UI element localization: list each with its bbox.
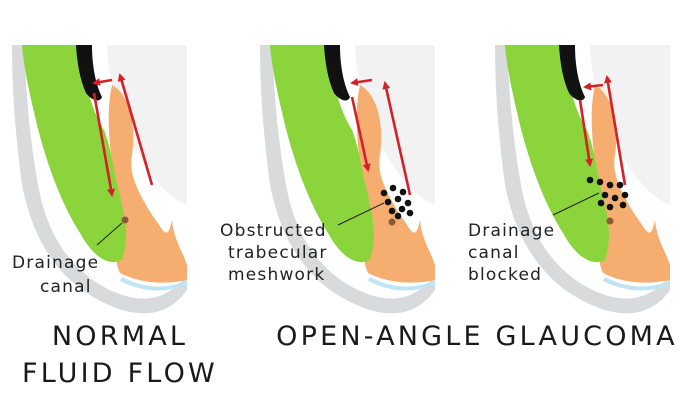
label-leader-line [552,192,600,216]
drainage-canal [121,216,129,224]
panel-obstructed-meshwork [260,45,435,314]
flow-arrow-left [92,78,113,86]
panel-canal-blocked [495,45,670,314]
eye-cross-section [12,45,187,314]
flow-arrow-up [604,75,627,186]
flow-arrow-left [350,78,373,87]
label-leader-line [337,202,385,226]
meshwork-blockage-dots [380,184,414,220]
flow-arrow-down [578,99,594,167]
drainage-canal [606,217,614,225]
flow-arrow-down [350,96,371,172]
flow-arrow-up [382,81,412,196]
label-obstructed-meshwork: Obstructed trabecular meshwork [220,221,334,285]
caption-open-angle-glaucoma: OPEN-ANGLE GLAUCOMA [276,321,678,352]
flow-arrow-left [583,82,604,91]
caption-normal-line1: NORMAL [52,321,188,352]
label-drainage-canal: Drainage canal [12,253,106,297]
canal-blockage-dots [586,176,629,211]
drainage-canal [388,218,396,226]
flow-arrow-down [92,92,115,197]
label-leader-line [96,222,123,246]
label-canal-blocked: Drainage canal blocked [468,221,562,285]
flow-arrow-up [117,73,154,186]
panel-normal [12,45,187,314]
caption-normal-line2: FLUID FLOW [22,358,218,389]
